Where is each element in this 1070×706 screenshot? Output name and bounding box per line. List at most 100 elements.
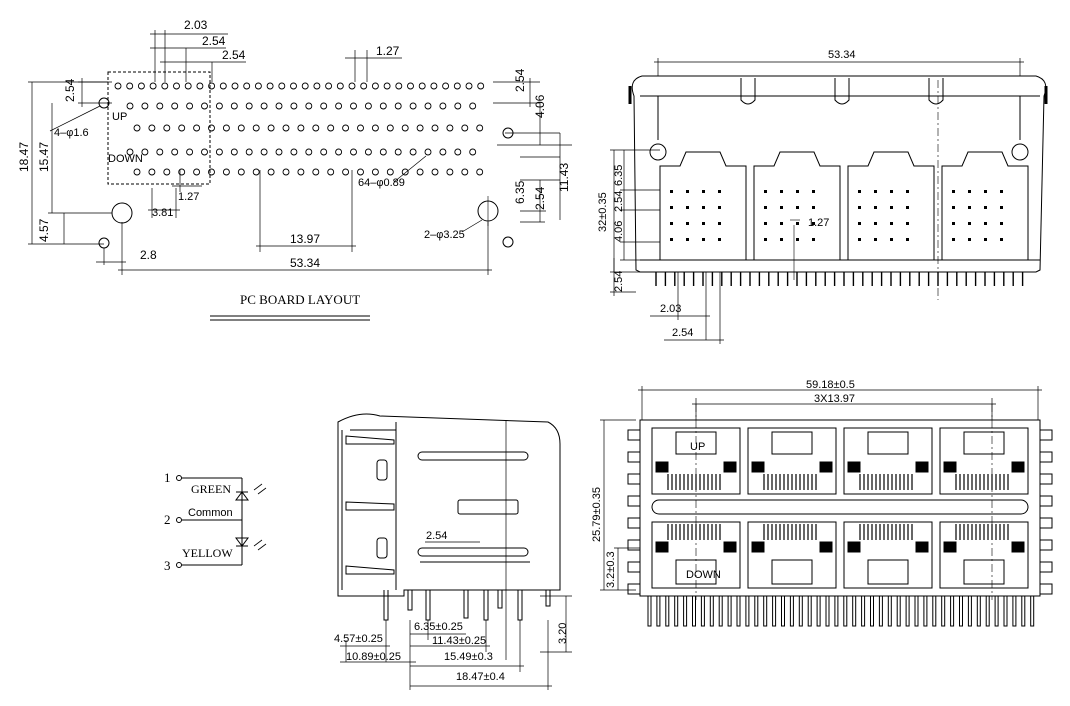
pcb-pin bbox=[230, 148, 238, 156]
pcb-pin bbox=[173, 82, 180, 90]
pcb-pin bbox=[320, 102, 328, 110]
front-contact bbox=[670, 206, 673, 209]
pcb-pin bbox=[275, 148, 283, 156]
pcb-pin bbox=[424, 102, 432, 110]
pcb-dim-406: 4.06 bbox=[533, 94, 547, 118]
front-contact bbox=[764, 238, 767, 241]
pcb-pin bbox=[201, 102, 208, 110]
pcb-up-label: UP bbox=[112, 111, 127, 123]
side-slot-top bbox=[417, 451, 529, 461]
side-pin-leg bbox=[483, 590, 489, 621]
front-contact bbox=[952, 238, 955, 241]
pcb-pin bbox=[431, 168, 439, 176]
front-port-opening bbox=[753, 151, 841, 260]
pcb-pin bbox=[137, 82, 145, 90]
pcb-pin bbox=[290, 82, 297, 90]
bottom-pin bbox=[923, 595, 928, 627]
pcb-pin bbox=[394, 148, 402, 156]
side-pin-legs bbox=[383, 590, 551, 621]
front-spring-tab bbox=[740, 78, 756, 105]
pcb-pin bbox=[133, 124, 141, 132]
side-pin-leg bbox=[463, 590, 469, 619]
pcb-pin bbox=[266, 82, 274, 90]
pcb-pin bbox=[133, 168, 141, 176]
front-dim-406: 4.06 bbox=[613, 221, 625, 242]
bottom-pin bbox=[861, 595, 866, 627]
front-contact bbox=[874, 238, 877, 241]
bottom-pin bbox=[896, 595, 901, 627]
pcb-pin bbox=[454, 148, 462, 156]
front-contact bbox=[858, 222, 861, 225]
bottom-up-label: UP bbox=[690, 441, 705, 453]
front-contact bbox=[686, 190, 689, 193]
front-contact bbox=[718, 190, 721, 193]
pcb-dim-254a: 2.54 bbox=[202, 34, 226, 48]
front-spring-tab bbox=[834, 78, 850, 105]
front-contact bbox=[874, 222, 877, 225]
front-contact bbox=[968, 238, 971, 241]
pcb-pin bbox=[327, 124, 335, 132]
front-led-hole-left bbox=[649, 143, 667, 161]
front-contact bbox=[858, 238, 861, 241]
pcb-pin bbox=[178, 124, 186, 132]
front-contact bbox=[702, 190, 705, 193]
pcb-pin bbox=[357, 168, 364, 176]
pcb-dim-457: 4.57 bbox=[37, 218, 51, 242]
front-contact bbox=[780, 238, 783, 241]
pcb-pin bbox=[320, 148, 328, 156]
side-dim-254: 2.54 bbox=[426, 530, 447, 542]
led-yellow-label: YELLOW bbox=[182, 546, 233, 560]
pcb-pin bbox=[222, 168, 230, 176]
bottom-pin bbox=[745, 595, 750, 627]
front-contact bbox=[906, 238, 909, 241]
pcb-pin bbox=[184, 82, 192, 90]
bottom-pin bbox=[1021, 595, 1026, 627]
rj45-port-upper bbox=[843, 427, 933, 495]
led-pin-1: 1 bbox=[164, 470, 171, 485]
pcb-pin bbox=[193, 124, 201, 132]
pcb-dim-5334: 53.34 bbox=[290, 256, 320, 270]
pcb-dim-254-left: 2.54 bbox=[63, 78, 77, 102]
pcb-pin bbox=[163, 168, 171, 176]
front-contact bbox=[718, 206, 721, 209]
pcb-pin bbox=[305, 148, 313, 156]
side-dim-1847: 18.47±0.4 bbox=[456, 671, 505, 683]
pcb-pin bbox=[446, 124, 454, 132]
pcb-dim-127-mid: 1.27 bbox=[178, 191, 199, 203]
rj45-port-lower bbox=[939, 521, 1029, 589]
front-contact bbox=[984, 238, 987, 241]
bottom-pin bbox=[674, 595, 679, 627]
bottom-pin bbox=[772, 595, 777, 627]
pcb-pin bbox=[297, 168, 305, 176]
pcb-pin bbox=[161, 82, 169, 90]
pcb-pin bbox=[327, 168, 335, 176]
pcb-port-outline bbox=[107, 71, 211, 185]
bottom-pin bbox=[994, 595, 999, 627]
pcb-pin bbox=[267, 124, 275, 132]
front-contact bbox=[984, 222, 987, 225]
pcb-pin bbox=[453, 82, 461, 90]
front-dim-height: 32±0.35 bbox=[597, 192, 609, 232]
pcb-pin bbox=[254, 82, 262, 90]
pcb-hole-16-callout: 4–φ1.6 bbox=[54, 127, 89, 139]
pcb-holes-325-callout: 2–φ3.25 bbox=[424, 229, 465, 241]
pcb-pin bbox=[237, 168, 245, 176]
pcb-pin bbox=[364, 102, 372, 110]
pcb-pin bbox=[395, 82, 403, 90]
pcb-pin bbox=[201, 148, 208, 156]
front-contact bbox=[796, 222, 799, 225]
pcb-pin bbox=[237, 124, 245, 132]
pcb-pin bbox=[461, 168, 469, 176]
rj45-port-lower bbox=[843, 521, 933, 589]
pcb-pin bbox=[282, 168, 290, 176]
front-dim-127: 1.27 bbox=[808, 217, 829, 229]
pcb-pin bbox=[476, 124, 484, 132]
front-contact bbox=[890, 206, 893, 209]
pcb-pin bbox=[260, 102, 268, 110]
pcb-pin bbox=[430, 82, 438, 90]
front-contact bbox=[874, 190, 877, 193]
pcb-pin bbox=[409, 102, 417, 110]
front-port-openings bbox=[659, 151, 1029, 260]
front-port-opening bbox=[659, 151, 747, 260]
front-dim-width: 53.34 bbox=[828, 49, 856, 61]
